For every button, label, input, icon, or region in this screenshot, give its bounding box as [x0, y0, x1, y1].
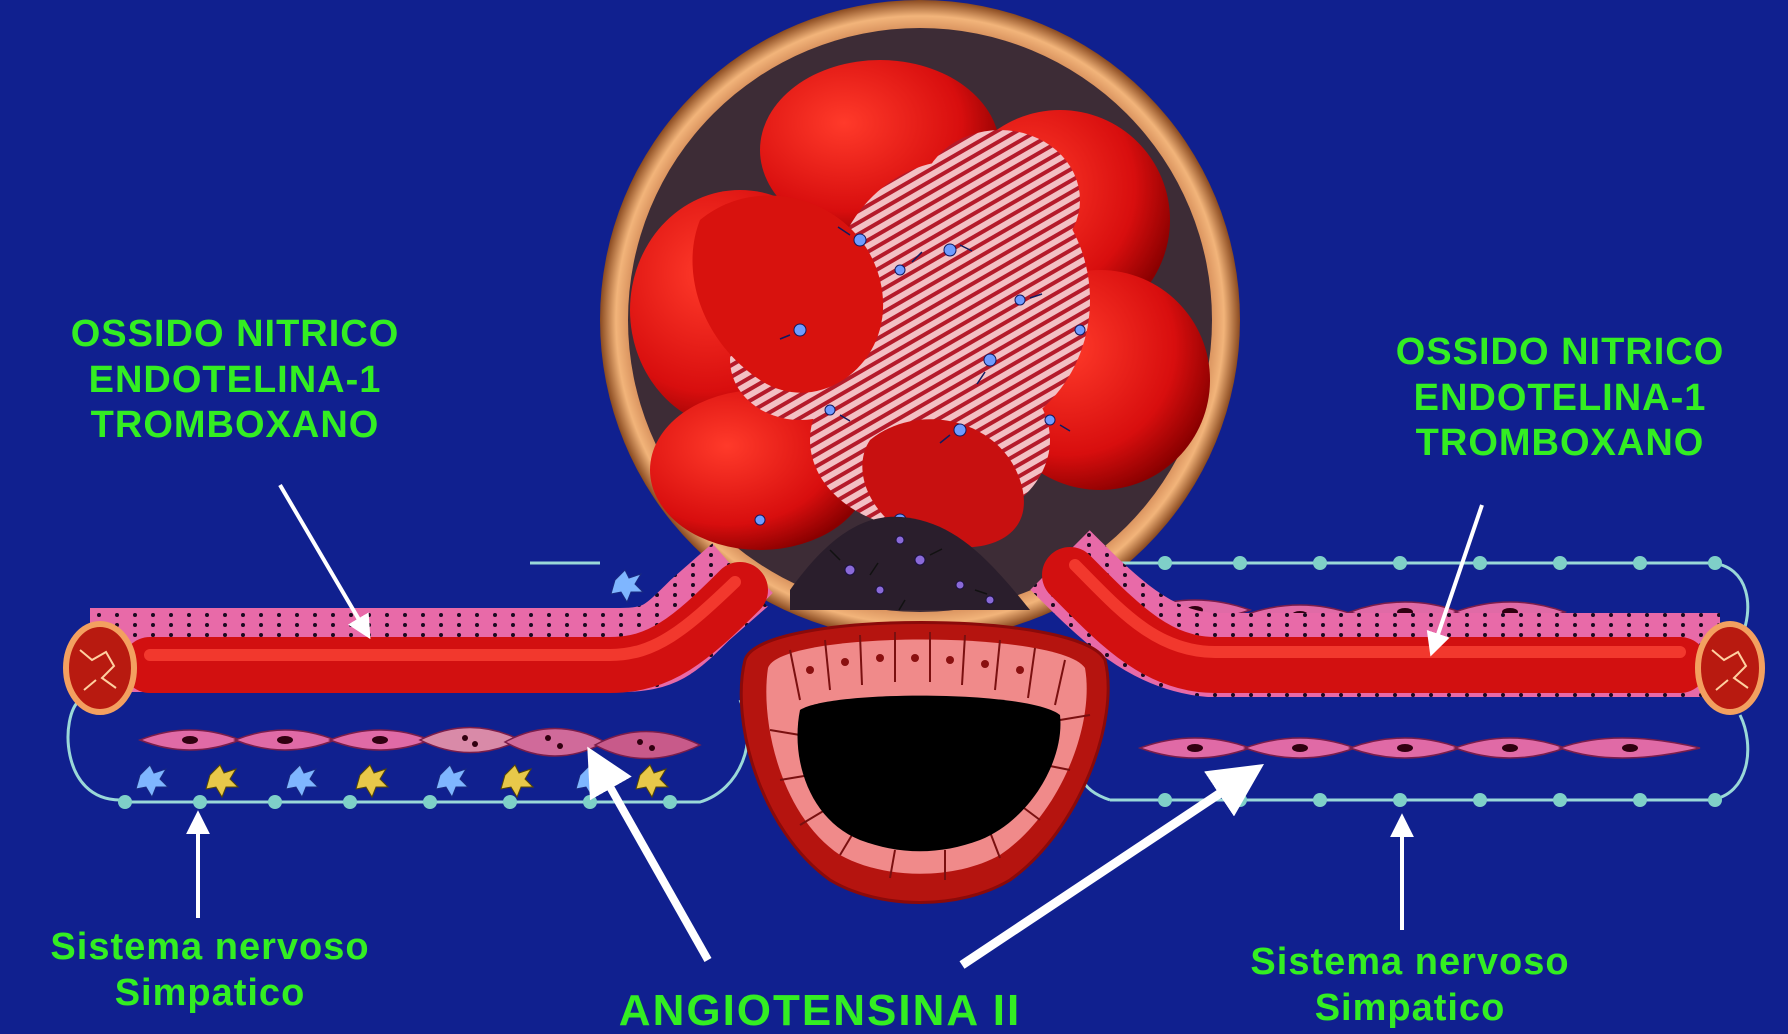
- right-mediators-label: OSSIDO NITRICO ENDOTELINA-1 TROMBOXANO: [1330, 330, 1788, 467]
- afferent-arteriole: [90, 575, 770, 685]
- efferent-cut-end: [1698, 624, 1762, 712]
- left-mediator-3: TROMBOXANO: [20, 403, 450, 449]
- right-sympathetic-label: Sistema nervoso Simpatico: [1200, 940, 1620, 1031]
- left-sympathetic-label: Sistema nervoso Simpatico: [0, 925, 420, 1016]
- left-mediators-label: OSSIDO NITRICO ENDOTELINA-1 TROMBOXANO: [20, 312, 450, 449]
- left-sympathetic-line-1: Sistema nervoso: [0, 925, 420, 971]
- right-sympathetic-line-2: Simpatico: [1200, 986, 1620, 1032]
- right-mediator-1: OSSIDO NITRICO: [1330, 330, 1788, 376]
- angiotensin-label: ANGIOTENSINA II: [540, 985, 1100, 1034]
- afferent-cut-end: [66, 624, 134, 712]
- right-mediator-3: TROMBOXANO: [1330, 421, 1788, 467]
- left-sympathetic-line-2: Simpatico: [0, 971, 420, 1017]
- left-mediator-1: OSSIDO NITRICO: [20, 312, 450, 358]
- left-smooth-muscle-cells: [140, 728, 700, 759]
- distal-tubule-macula-densa: [741, 623, 1108, 903]
- angiotensin-text: ANGIOTENSINA II: [540, 985, 1100, 1034]
- left-mediator-2: ENDOTELINA-1: [20, 358, 450, 404]
- right-mediator-2: ENDOTELINA-1: [1330, 376, 1788, 422]
- right-sympathetic-line-1: Sistema nervoso: [1200, 940, 1620, 986]
